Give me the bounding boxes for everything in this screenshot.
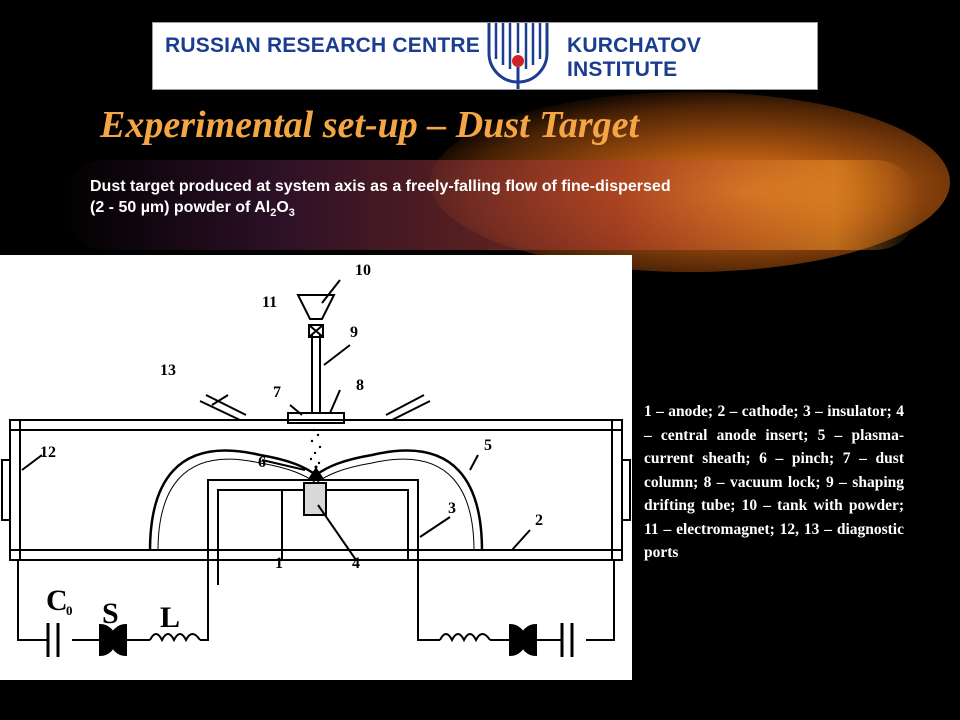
banner-left-text: RUSSIAN RESEARCH CENTRE	[165, 34, 480, 57]
label-6: 6	[258, 454, 266, 471]
setup-schematic: 10 11 9 13 7 8 12 5 6 3 2 1 4 C 0 S L	[1, 262, 631, 657]
chamber-right-wall	[611, 419, 623, 561]
kurchatov-logo-icon	[487, 23, 549, 89]
subtitle-range: (2 - 50	[90, 199, 141, 216]
subtitle-line-1: Dust target produced at system axis as a…	[90, 178, 671, 195]
label-12: 12	[40, 444, 56, 461]
subtitle-glow-band	[60, 160, 920, 250]
label-8: 8	[356, 377, 364, 394]
capacitor-subscript: 0	[66, 603, 73, 618]
chamber-bottom-wall	[10, 549, 622, 561]
label-2: 2	[535, 512, 543, 529]
right-port-window	[621, 459, 631, 521]
pinch-mark	[308, 467, 324, 479]
left-diagnostic-port	[199, 394, 247, 421]
label-5: 5	[484, 437, 492, 454]
label-7: 7	[273, 384, 281, 401]
powder-tank	[296, 294, 336, 320]
vacuum-lock	[287, 412, 345, 424]
chamber-left-wall	[9, 419, 21, 561]
banner-right-text: KURCHATOV INSTITUTE	[567, 34, 702, 81]
left-port-window	[1, 459, 11, 521]
label-11: 11	[262, 294, 277, 311]
right-diagnostic-port	[385, 394, 431, 421]
diagram-legend: 1 – anode; 2 – cathode; 3 – insulator; 4…	[644, 403, 904, 561]
label-10: 10	[355, 262, 371, 279]
drift-tube	[311, 335, 321, 413]
label-9: 9	[350, 324, 358, 341]
switch-label: S	[102, 597, 119, 630]
label-3: 3	[448, 500, 456, 517]
electromagnet	[308, 324, 324, 338]
subtitle-sub-b: 3	[288, 207, 295, 220]
setup-diagram: 10 11 9 13 7 8 12 5 6 3 2 1 4 C 0 S L	[0, 255, 632, 680]
subtitle-sub-a: 2	[270, 207, 277, 220]
subtitle-line-2: (2 - 50 µm) powder of Al2O3	[90, 197, 890, 224]
slide-title: Experimental set-up – Dust Target	[100, 104, 640, 146]
label-4: 4	[352, 555, 360, 572]
inductor-label: L	[160, 601, 180, 634]
chamber-top-wall	[10, 419, 622, 431]
label-1: 1	[275, 555, 283, 572]
subtitle-unit: µm) powder of Al	[140, 199, 271, 216]
slide-subtitle: Dust target produced at system axis as a…	[90, 176, 890, 224]
subtitle-oxygen: O	[276, 199, 289, 216]
left-circuit	[17, 560, 209, 641]
anode-outline	[207, 479, 419, 560]
right-circuit	[417, 560, 615, 641]
capacitor-label: C	[46, 584, 68, 617]
label-13: 13	[160, 362, 176, 379]
institute-banner: RUSSIAN RESEARCH CENTRE KURCHATOV INSTIT…	[152, 22, 818, 90]
dust-column	[309, 428, 322, 469]
